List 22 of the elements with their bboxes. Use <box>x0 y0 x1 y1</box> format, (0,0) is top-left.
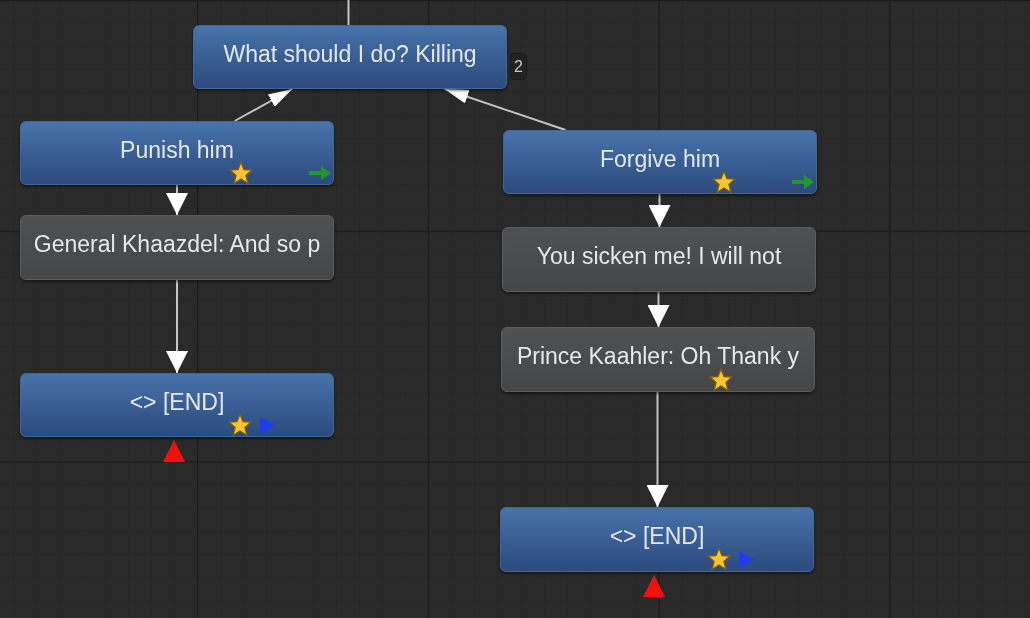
arrow <box>166 279 188 374</box>
dialogue-node <box>501 327 815 392</box>
node-text: General Khaazdel: And so p <box>33 230 321 259</box>
arrow <box>646 391 669 508</box>
dialogue-node <box>20 215 334 280</box>
dialogue-node <box>503 130 817 194</box>
node-text: <> [END] <box>129 388 225 417</box>
arrow <box>443 88 567 131</box>
dialogue-node <box>502 227 816 292</box>
node-text: <> [END] <box>609 522 705 551</box>
node-text: Punish him <box>120 136 234 165</box>
node-text: Forgive him <box>599 145 721 174</box>
number-tag: 2 <box>510 53 527 80</box>
node-text: What should I do? Killing <box>223 40 477 69</box>
arrow <box>648 193 671 228</box>
dialogue-node <box>20 121 334 185</box>
node-text: You sicken me! I will not <box>536 242 782 271</box>
arrow <box>233 88 294 122</box>
connector-line <box>347 0 350 26</box>
node-text: Prince Kaahler: Oh Thank y <box>516 342 800 371</box>
arrow <box>647 291 670 328</box>
arrow <box>166 184 188 216</box>
